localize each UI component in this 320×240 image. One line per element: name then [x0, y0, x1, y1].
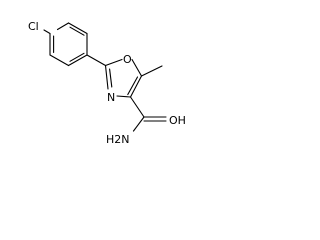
oxazole-oxygen-label: O — [123, 53, 132, 66]
bond-c2-c3 — [67, 22, 88, 35]
structure-canvas: Cl O N OH H2N — [0, 0, 208, 159]
bond-c5-methyl — [140, 65, 163, 77]
bond-c2-o1 — [104, 58, 123, 67]
bond-carbonyl-n — [132, 116, 145, 132]
oxazole-nitrogen-label: N — [107, 91, 115, 104]
amide-nitrogen-label: H2N — [106, 133, 130, 146]
bond-c2-c3-inner — [69, 26, 85, 36]
bond-c4-c5-inner — [69, 52, 85, 62]
bond-c1-c2 — [56, 22, 70, 31]
benzene-ring — [49, 22, 88, 67]
carboxamide-group — [129, 96, 167, 132]
bond-c4-carbonyl — [129, 96, 145, 118]
bond-c4-c5 — [67, 54, 88, 67]
bond-c4-n3 — [116, 95, 132, 98]
carbonyl-oxygen-label: OH — [169, 114, 186, 127]
bond-c-cl — [43, 29, 51, 35]
bond-c5-c6 — [49, 54, 70, 67]
bond-c5-c4 — [129, 75, 143, 98]
oxazole-ring — [104, 58, 143, 98]
bond-o1-c5 — [131, 58, 143, 77]
bond-phenyl-oxazole — [86, 54, 107, 67]
chlorine-label: Cl — [28, 20, 39, 33]
bond-n3-c2-inner — [109, 68, 113, 88]
bond-n3-c2 — [104, 64, 109, 90]
bond-c5-c4-inner — [127, 76, 139, 96]
molecule-drawing: Cl O N OH H2N — [28, 20, 186, 146]
